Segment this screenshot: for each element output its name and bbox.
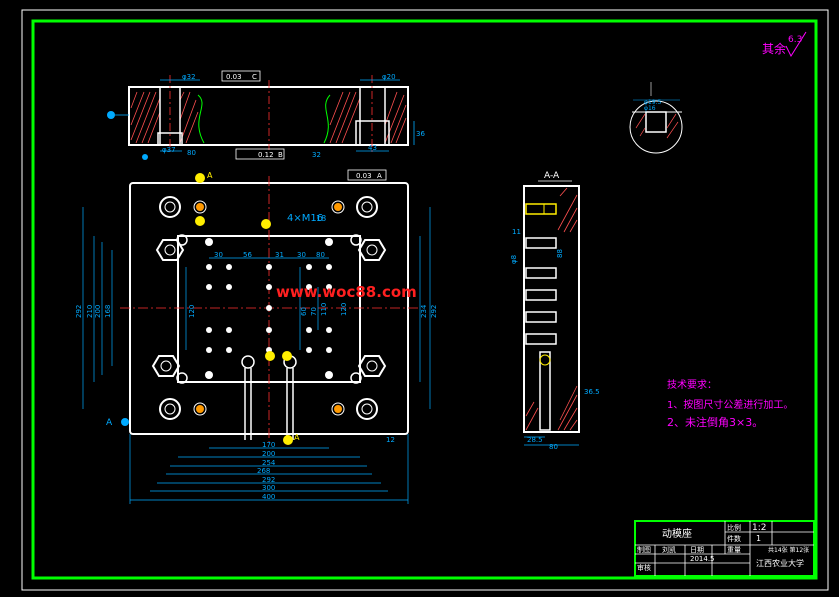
dim-inner-3: 120 <box>340 303 348 316</box>
dim-top-0: 30 <box>214 251 223 259</box>
roughness-label: 其余 <box>762 41 786 56</box>
roughness-mark: 其余 6.3 <box>762 31 807 58</box>
sec-dim-d11: 11 <box>512 228 521 236</box>
section-label: A-A <box>544 171 560 181</box>
part-name: 动模座 <box>662 527 692 540</box>
section-mark-bottom: A <box>294 433 300 442</box>
dim-r12: 12 <box>386 436 395 444</box>
detail-d2: φ16 <box>644 105 656 112</box>
dim-d20: φ20 <box>382 73 396 81</box>
inner-frame <box>31 19 818 580</box>
detail-view: φ19.5 φ16 <box>629 82 683 154</box>
flatness-datum: C <box>252 73 257 81</box>
dim-inner-1: 70 <box>310 307 318 316</box>
weight-label: 重量 <box>727 546 741 554</box>
datum-a-label: A <box>106 418 113 428</box>
date-value: 2014.5 <box>690 555 715 563</box>
qty-value: 1 <box>756 534 761 543</box>
sec-dim-88: 88 <box>556 249 564 258</box>
dim-top-4: 80 <box>316 251 325 259</box>
dim-bottom-4: 292 <box>262 476 275 484</box>
drawn-name: 刘凯 <box>662 545 676 554</box>
dim-left-4: 120 <box>188 305 196 318</box>
sec-dim-365: 36.5 <box>584 388 600 396</box>
dim-d32: φ32 <box>182 73 196 81</box>
dim-d37: φ37 <box>162 146 176 154</box>
title-block: 动模座 比例 1:2 件数 1 制图 刘凯 日期 重量 共14张 第12张 20… <box>634 520 815 577</box>
dim-top-1: 56 <box>243 251 252 259</box>
dim-inner-2: 110 <box>320 303 328 316</box>
dim-bottom-3: 268 <box>257 467 270 475</box>
scale-label: 比例 <box>727 523 741 532</box>
dim-h80: 80 <box>187 149 196 157</box>
dim-bottom-1: 200 <box>262 450 275 458</box>
dim-top-2: 31 <box>275 251 284 259</box>
notes-line1: 1、按图尺寸公差进行加工。 <box>667 398 793 411</box>
dim-left-2: 200 <box>94 305 102 318</box>
roughness-value: 6.3 <box>788 35 802 45</box>
dim-right-0: 234 <box>420 304 428 318</box>
plan-view: A A 0.03 A 4×M16 18 A 170 200 254 268 29… <box>75 169 438 504</box>
notes-line2: 2、未注倒角3×3。 <box>667 415 763 429</box>
sheet-info: 共14张 第12张 <box>768 546 809 554</box>
dim-left-0: 292 <box>75 305 83 318</box>
watermark: www.woc88.com <box>276 283 417 301</box>
dim-bottom-6: 400 <box>262 493 275 501</box>
dim-left-1: 210 <box>86 305 94 318</box>
top-view: φ32 0.03 C φ20 φ37 43 36 80 0.12 B 32 <box>107 70 425 160</box>
sec-dim-285: 28.5 <box>527 436 543 444</box>
outer-frame <box>21 9 829 591</box>
parallel-datum: B <box>278 151 283 159</box>
hole-note: 4×M16 <box>287 213 323 224</box>
check-label: 审核 <box>637 563 651 572</box>
dim-inner-0: 60 <box>300 307 308 316</box>
flatness-value: 0.03 <box>226 73 242 81</box>
parallel-value: 0.12 <box>258 151 274 159</box>
perp-datum: A <box>377 172 382 180</box>
dim-w43: 43 <box>368 144 377 152</box>
technical-notes: 技术要求： 1、按图尺寸公差进行加工。 2、未注倒角3×3。 <box>667 378 793 429</box>
perp-value: 0.03 <box>356 172 372 180</box>
school-name: 江西农业大学 <box>756 558 804 568</box>
drawn-label: 制图 <box>637 545 651 554</box>
sec-dim-d8: φ8 <box>510 255 518 264</box>
dim-bottom-5: 300 <box>262 484 275 492</box>
dim-h36: 36 <box>416 130 425 138</box>
detail-d1: φ19.5 <box>644 99 662 106</box>
date-label: 日期 <box>690 546 704 554</box>
dim-right-1: 292 <box>430 305 438 318</box>
section-mark-top: A <box>207 171 213 180</box>
section-view: A-A 11 φ8 88 36.5 28.5 <box>510 171 600 451</box>
sec-dim-80: 80 <box>549 443 558 451</box>
dim-left-3: 168 <box>104 305 112 318</box>
notes-title: 技术要求： <box>667 378 717 391</box>
top-view-outline <box>128 86 409 146</box>
scale-value: 1:2 <box>752 523 766 533</box>
qty-label: 件数 <box>727 534 741 543</box>
section-outline <box>523 185 580 433</box>
dim-r32: 32 <box>312 151 321 159</box>
dim-top-3: 30 <box>297 251 306 259</box>
dim-bottom-2: 254 <box>262 459 276 467</box>
hole-depth: 18 <box>316 214 326 223</box>
dim-bottom-0: 170 <box>262 441 275 449</box>
